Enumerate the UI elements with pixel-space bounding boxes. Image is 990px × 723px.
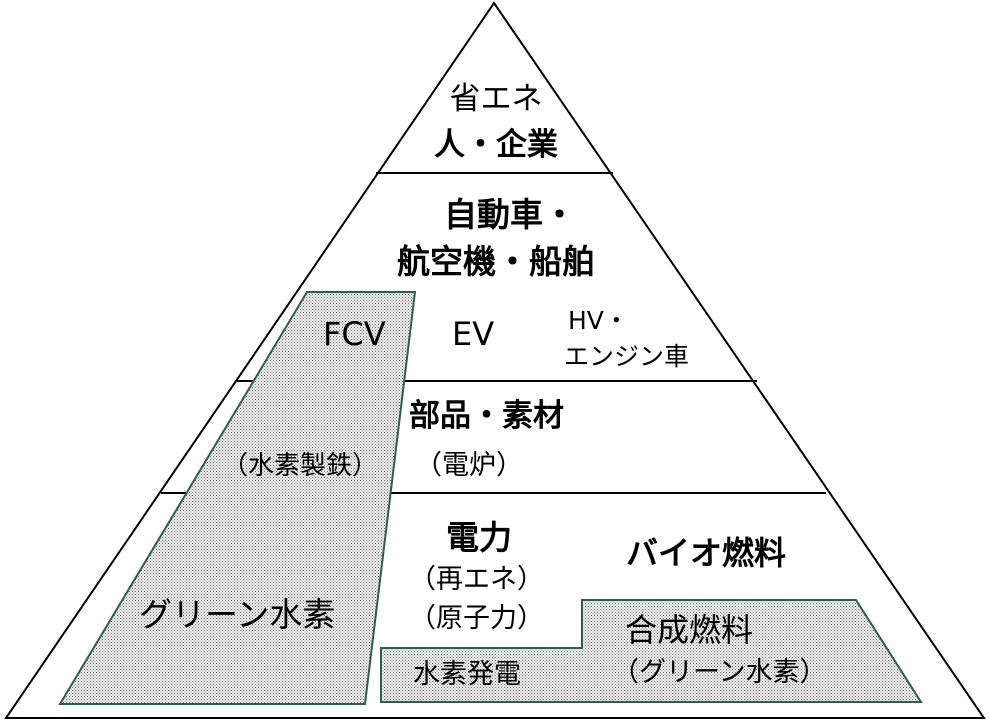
- label-green-hydrogen: グリーン水素: [139, 595, 336, 634]
- label-synthetic-fuel: 合成燃料: [625, 611, 754, 649]
- label-automobile: 自動車・: [444, 195, 576, 234]
- label-renewable: （再エネ）: [409, 564, 544, 595]
- label-fcv: FCV: [323, 315, 386, 353]
- label-hydrogen-steelmaking: （水素製鉄）: [222, 451, 379, 481]
- label-hv: HV・: [568, 306, 629, 335]
- label-electric-furnace: （電炉）: [415, 450, 523, 481]
- label-aircraft-ships: 航空機・船舶: [397, 242, 595, 281]
- label-nuclear: （原子力）: [409, 603, 544, 634]
- label-engine-car: エンジン車: [564, 342, 690, 371]
- synthetic-fuel-region: [380, 599, 923, 703]
- label-electric-power: 電力: [446, 518, 512, 557]
- label-energy-saving: 省エネ: [449, 81, 543, 117]
- label-parts-materials: 部品・素材: [409, 398, 564, 434]
- green-hydrogen-region: [58, 291, 417, 705]
- label-hydrogen-power: 水素発電: [413, 659, 521, 690]
- label-people-companies: 人・企業: [434, 127, 558, 163]
- label-synfuel-green-hydrogen: （グリーン水素）: [612, 657, 827, 688]
- label-biofuel: バイオ燃料: [626, 534, 787, 572]
- label-ev: EV: [452, 315, 495, 353]
